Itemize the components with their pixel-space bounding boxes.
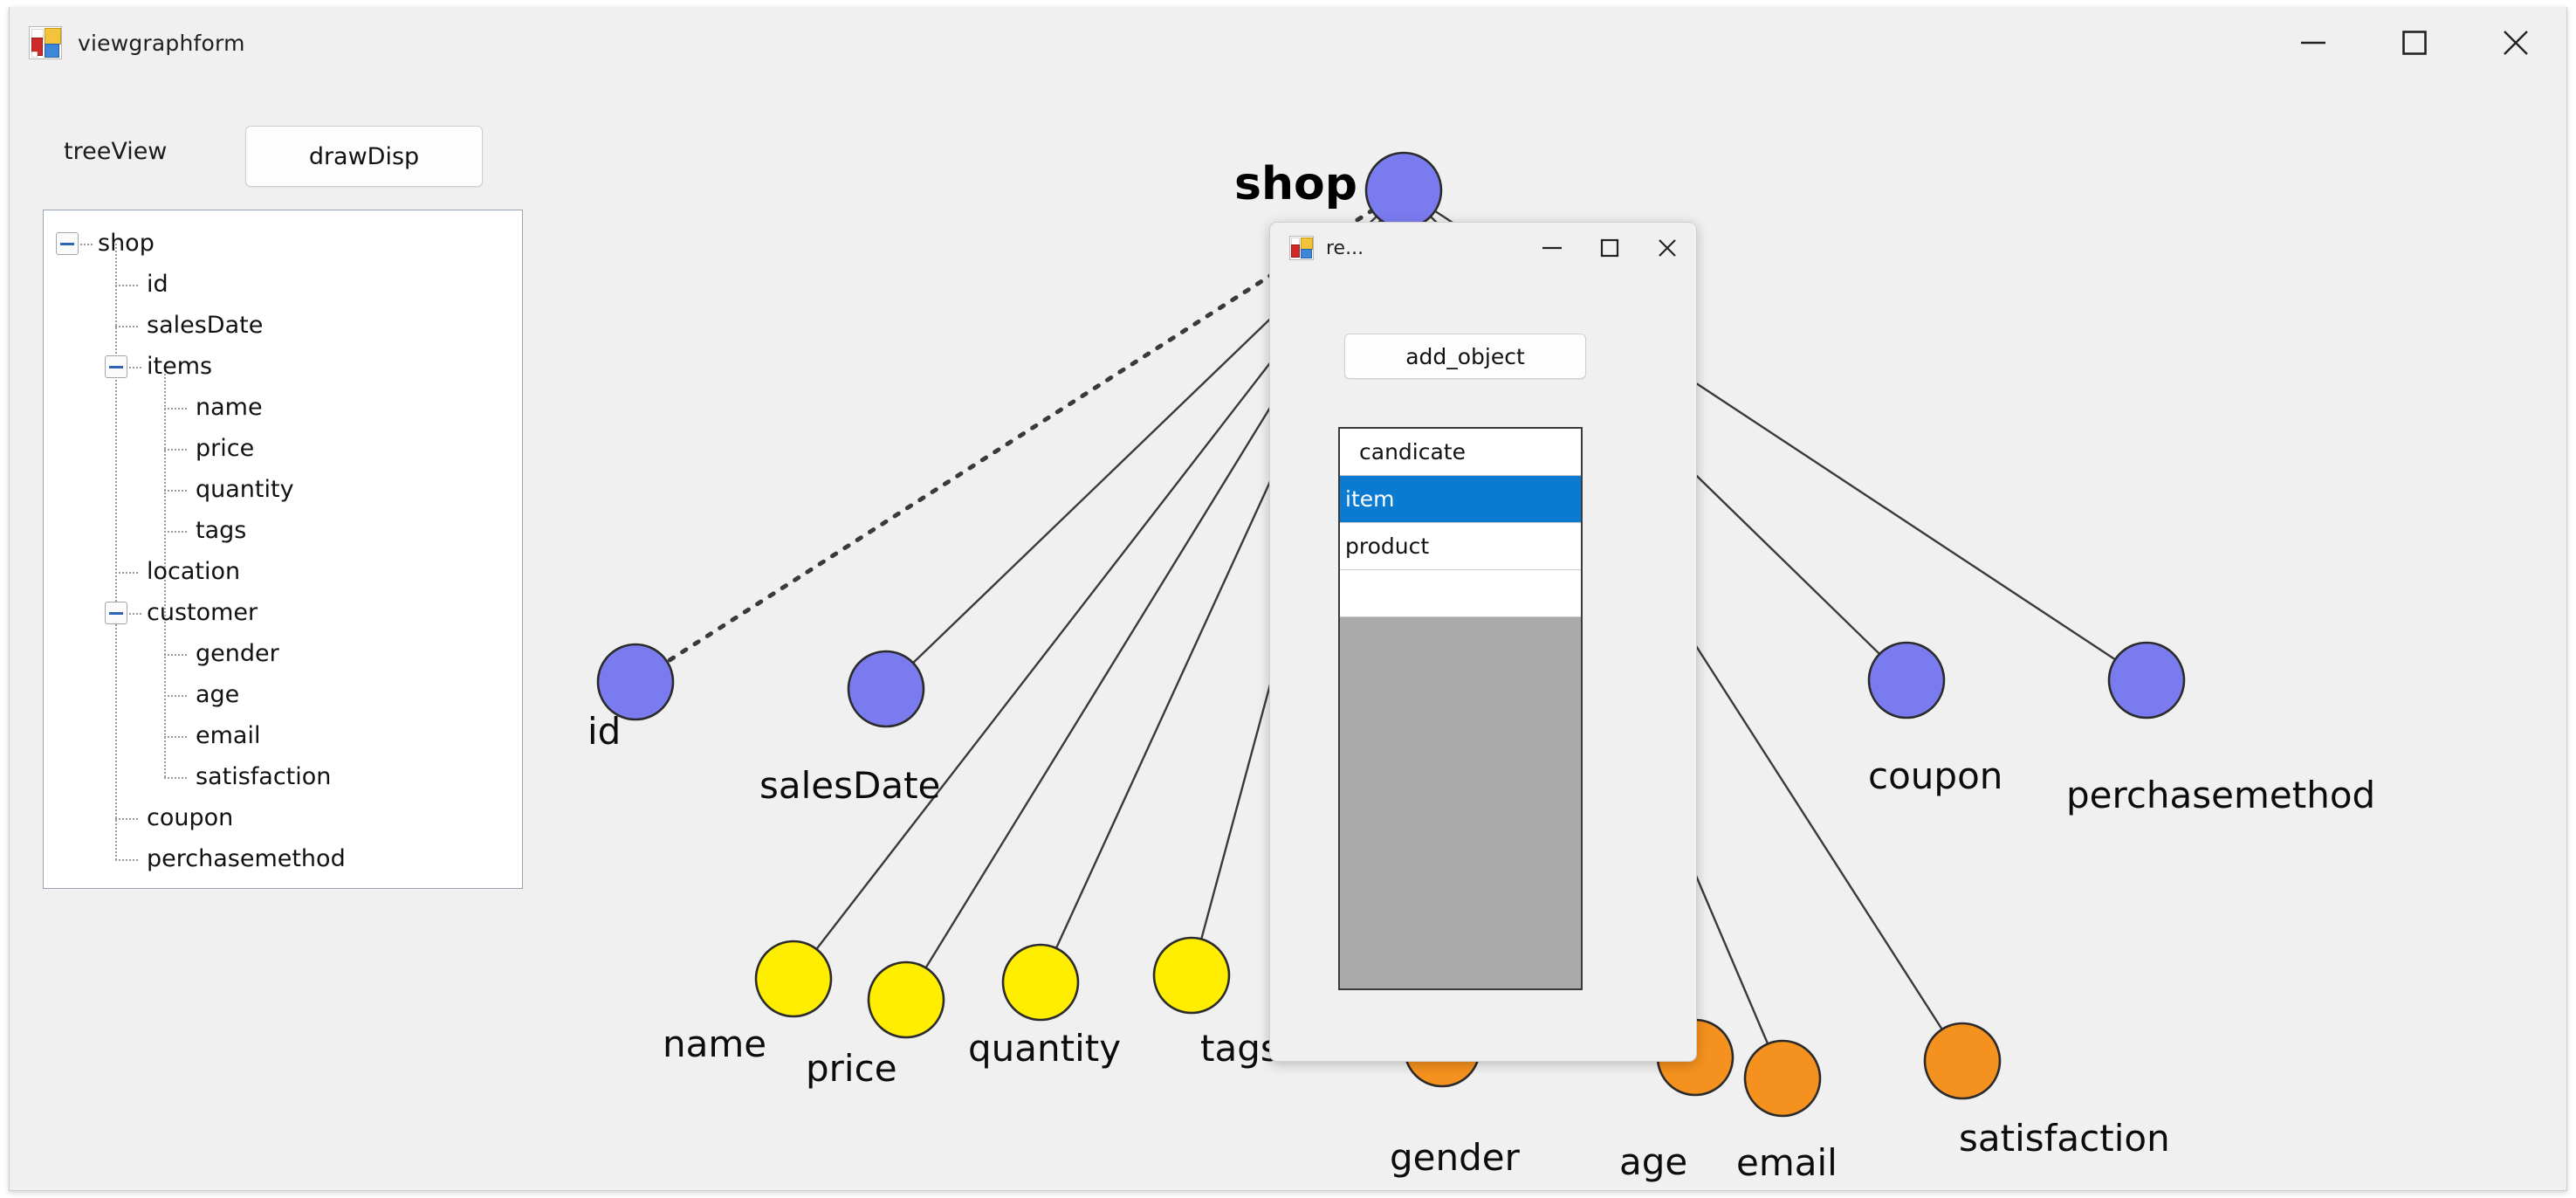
- tree-item-tags[interactable]: tags: [196, 516, 247, 544]
- graph-node-coupon[interactable]: [1867, 641, 1946, 719]
- dialog-maximize-button[interactable]: [1581, 223, 1638, 273]
- maximize-icon: [2402, 31, 2427, 55]
- tree-connector-line: [115, 571, 140, 574]
- tree-connector-line: [164, 407, 189, 410]
- tree-connector-line: [164, 530, 189, 533]
- tree-item-shop[interactable]: shop: [98, 229, 155, 257]
- listbox-item-blank[interactable]: [1340, 570, 1581, 617]
- tree-connector-line: [115, 366, 140, 368]
- dialog-minimize-button[interactable]: [1523, 223, 1581, 273]
- graph-node-label-quantity: quantity: [968, 1027, 1122, 1070]
- dialog-title: re...: [1326, 237, 1364, 259]
- maximize-button[interactable]: [2364, 7, 2465, 79]
- add-object-dialog[interactable]: re...: [1269, 222, 1697, 1062]
- add-object-button[interactable]: add_object: [1344, 334, 1586, 379]
- tree-connector-line: [164, 694, 189, 697]
- graph-node-email[interactable]: [1743, 1039, 1822, 1118]
- tree-item-quantity[interactable]: quantity: [196, 475, 294, 503]
- tree-connector-line: [164, 366, 166, 777]
- listbox-item-candicate[interactable]: candicate: [1340, 429, 1581, 476]
- graph-node-label-gender: gender: [1390, 1136, 1520, 1179]
- tree-expander-items[interactable]: [105, 355, 127, 378]
- tree-connector-line: [164, 653, 189, 656]
- graph-edge: [660, 207, 1376, 667]
- treeview-label: treeView: [64, 138, 168, 165]
- tree-connector-line: [129, 366, 143, 368]
- graph-node-label-shop: shop: [1234, 158, 1357, 210]
- tree-item-price[interactable]: price: [196, 434, 255, 462]
- tree-item-location[interactable]: location: [147, 557, 241, 585]
- close-icon: [1659, 239, 1676, 257]
- window-title: viewgraphform: [78, 30, 245, 56]
- tree-connector-line: [164, 735, 189, 738]
- tree-connector-line: [115, 284, 140, 286]
- graph-node-label-age: age: [1619, 1140, 1688, 1183]
- graph-node-id[interactable]: [596, 643, 675, 721]
- listbox-item-product[interactable]: product: [1340, 523, 1581, 570]
- graph-node-label-coupon: coupon: [1868, 754, 2003, 797]
- minimize-icon: [2301, 41, 2325, 45]
- graph-node-perchasemethod[interactable]: [2107, 641, 2186, 719]
- tree-item-items[interactable]: items: [147, 352, 213, 380]
- graph-node-label-perchasemethod: perchasemethod: [2066, 774, 2376, 816]
- graph-node-label-id: id: [587, 710, 622, 753]
- tree-item-id[interactable]: id: [147, 270, 168, 298]
- tree-item-name[interactable]: name: [196, 393, 263, 421]
- graph-node-tags[interactable]: [1152, 936, 1231, 1015]
- tree-connector-line: [164, 448, 189, 451]
- window-controls: [2263, 7, 2566, 79]
- graph-node-label-name: name: [663, 1022, 767, 1065]
- graph-node-name[interactable]: [754, 940, 833, 1018]
- treeview[interactable]: shop id salesDate items name price quantity tag…: [43, 210, 523, 889]
- listbox-item-item[interactable]: item: [1340, 476, 1581, 523]
- tree-expander-shop[interactable]: [56, 231, 79, 255]
- tree-connector-line: [115, 243, 117, 859]
- tree-item-email[interactable]: email: [196, 721, 261, 749]
- tree-item-age[interactable]: age: [196, 680, 240, 708]
- graph-node-satisfaction[interactable]: [1923, 1022, 2002, 1100]
- graph-node-shop[interactable]: [1364, 151, 1443, 230]
- graph-node-salesDate[interactable]: [847, 650, 925, 728]
- dialog-window-controls: [1523, 223, 1696, 273]
- app-icon: [29, 26, 62, 59]
- dialog-titlebar[interactable]: re...: [1270, 223, 1696, 273]
- minimize-button[interactable]: [2263, 7, 2364, 79]
- tree-connector-line: [115, 817, 140, 820]
- graph-node-label-satisfaction: satisfaction: [1959, 1117, 2170, 1160]
- graph-node-label-email: email: [1736, 1141, 1838, 1184]
- tree-connector-line: [80, 243, 94, 245]
- tree-item-salesDate[interactable]: salesDate: [147, 311, 264, 339]
- tree-item-gender[interactable]: gender: [196, 639, 279, 667]
- close-button[interactable]: [2465, 7, 2566, 79]
- tree-item-perchasemethod[interactable]: perchasemethod: [147, 844, 346, 872]
- tree-item-satisfaction[interactable]: satisfaction: [196, 762, 332, 790]
- maximize-icon: [1600, 238, 1619, 258]
- tree-connector-line: [115, 612, 140, 615]
- tree-item-customer[interactable]: customer: [147, 598, 258, 626]
- dialog-icon: [1289, 236, 1314, 260]
- graph-node-label-salesDate: salesDate: [759, 764, 941, 807]
- tree-item-coupon[interactable]: coupon: [147, 803, 234, 831]
- tree-connector-line: [164, 776, 189, 779]
- graph-node-label-price: price: [806, 1047, 897, 1090]
- minimize-icon: [1542, 246, 1562, 250]
- graph-node-price[interactable]: [867, 960, 945, 1039]
- tree-connector-line: [115, 858, 140, 861]
- graph-node-label-tags: tags: [1200, 1027, 1280, 1070]
- draw-disp-button[interactable]: drawDisp: [245, 126, 483, 187]
- tree-expander-customer[interactable]: [105, 601, 127, 624]
- dialog-close-button[interactable]: [1638, 223, 1696, 273]
- close-icon: [2504, 31, 2528, 55]
- window-titlebar[interactable]: viewgraphform: [10, 7, 2566, 79]
- tree-connector-line: [164, 489, 189, 492]
- tree-connector-line: [129, 612, 143, 615]
- tree-connector-line: [115, 325, 140, 327]
- graph-node-quantity[interactable]: [1001, 943, 1080, 1022]
